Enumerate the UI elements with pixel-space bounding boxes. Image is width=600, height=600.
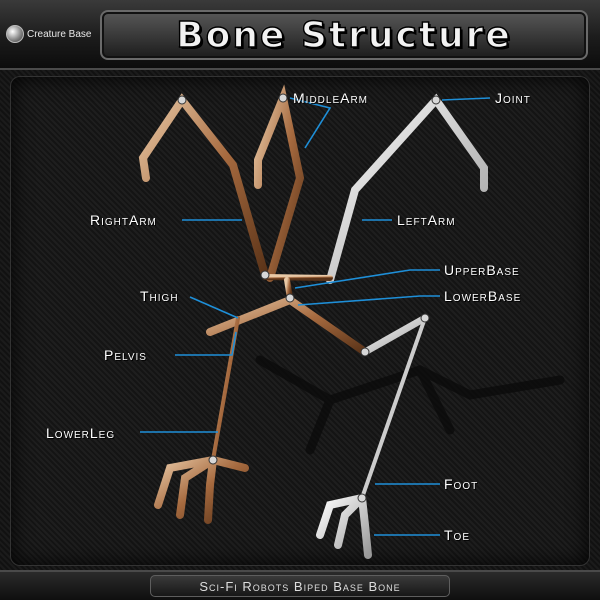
label-lower-leg: LowerLeg xyxy=(46,425,116,441)
callout-lower-base xyxy=(297,295,440,306)
left-leg-bones xyxy=(316,316,427,559)
middle-arm-bones xyxy=(254,84,305,282)
footer-bar: Sci-Fi Robots Biped Base Bone xyxy=(0,570,600,600)
label-right-arm: RightArm xyxy=(90,212,157,228)
label-foot: Foot xyxy=(444,476,479,492)
bone-stage xyxy=(10,76,590,566)
callout-pelvis xyxy=(175,331,237,356)
callout-middle-arm xyxy=(289,97,332,149)
title-plate: Bone Structure xyxy=(100,10,588,60)
creature-base-logo: Creature Base xyxy=(6,22,91,46)
label-lower-base: LowerBase xyxy=(444,288,522,304)
callout-lines xyxy=(140,97,491,536)
right-arm-bones xyxy=(138,93,269,279)
callout-joint xyxy=(441,97,491,101)
pelvis-bones xyxy=(206,295,429,356)
label-pelvis: Pelvis xyxy=(104,347,147,363)
page-title: Bone Structure xyxy=(175,14,512,57)
left-arm-bones xyxy=(326,93,488,284)
logo-icon xyxy=(6,25,24,43)
label-upper-base: UpperBase xyxy=(444,262,520,278)
label-left-arm: LeftArm xyxy=(397,212,456,228)
label-toe: Toe xyxy=(444,527,470,543)
label-joint: Joint xyxy=(495,90,531,106)
label-thigh: Thigh xyxy=(140,288,179,304)
header-bar: Creature Base Bone Structure xyxy=(0,0,600,70)
right-leg-bones xyxy=(154,316,249,524)
label-middle-arm: MiddleArm xyxy=(293,90,369,106)
logo-text: Creature Base xyxy=(27,28,92,40)
joint-markers xyxy=(177,93,441,503)
footer-caption: Sci-Fi Robots Biped Base Bone xyxy=(199,578,401,594)
skeleton-shadow xyxy=(255,355,565,455)
footer-plate: Sci-Fi Robots Biped Base Bone xyxy=(150,575,450,597)
callout-upper-base xyxy=(294,269,440,289)
callout-thigh xyxy=(189,296,239,319)
